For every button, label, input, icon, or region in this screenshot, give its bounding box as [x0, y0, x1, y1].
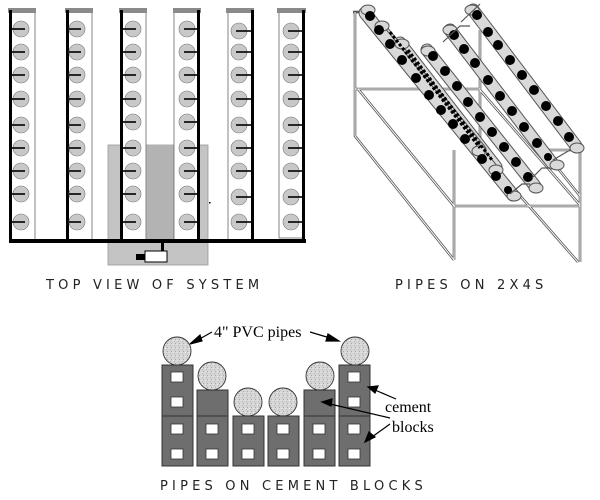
- pipes-on-2x4s-drawing: [353, 3, 585, 263]
- label-blocks: blocks: [392, 419, 434, 436]
- planting-holes: [365, 10, 574, 194]
- hidden-holes: [388, 31, 494, 161]
- pipe-end-caps: [360, 4, 585, 202]
- pump-icon: [136, 250, 168, 263]
- label-cement: cement: [385, 399, 432, 416]
- cement-blocks: [161, 364, 371, 467]
- label-4in-pvc-pipes: 4" PVC pipes: [214, 324, 301, 341]
- reservoir-inner: [147, 145, 174, 240]
- main-feed-manifold: [9, 239, 306, 243]
- cement-blocks-drawing: 4" PVC pipes cement blocks: [161, 324, 434, 467]
- pipe-brackets: [442, 3, 571, 195]
- pipes-on-2x4s-diagram: [330, 0, 600, 275]
- top-view-diagram: [0, 0, 320, 270]
- annotation-arrows: [189, 331, 397, 444]
- top-view-drawing: [8, 8, 306, 266]
- pump-riser: [161, 243, 164, 252]
- cement-blocks-diagram: 4" PVC pipes cement blocks: [150, 310, 450, 470]
- block-holes: [170, 371, 361, 460]
- drip-lines: [12, 28, 302, 223]
- caption-cement-blocks: PIPES ON CEMENT BLOCKS: [160, 479, 427, 494]
- caption-pipes-on-2x4s: PIPES ON 2X4S: [395, 278, 548, 293]
- caption-top-view: TOP VIEW OF SYSTEM: [46, 278, 264, 293]
- pvc-pipes: [162, 336, 370, 417]
- lumber-frame: [353, 10, 582, 263]
